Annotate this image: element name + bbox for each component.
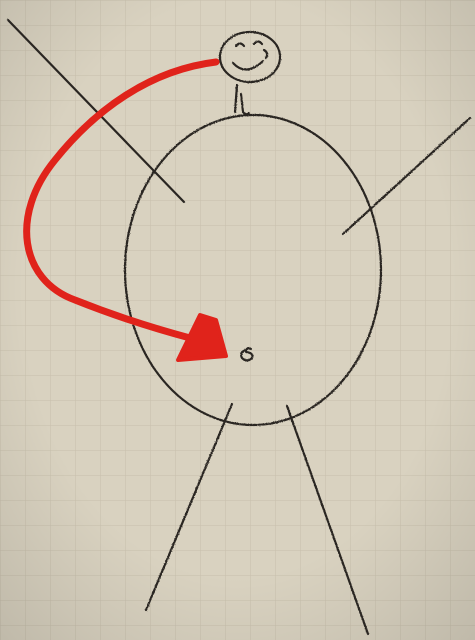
stick-figure-sketch: [0, 0, 475, 640]
paper-shading: [0, 0, 475, 640]
